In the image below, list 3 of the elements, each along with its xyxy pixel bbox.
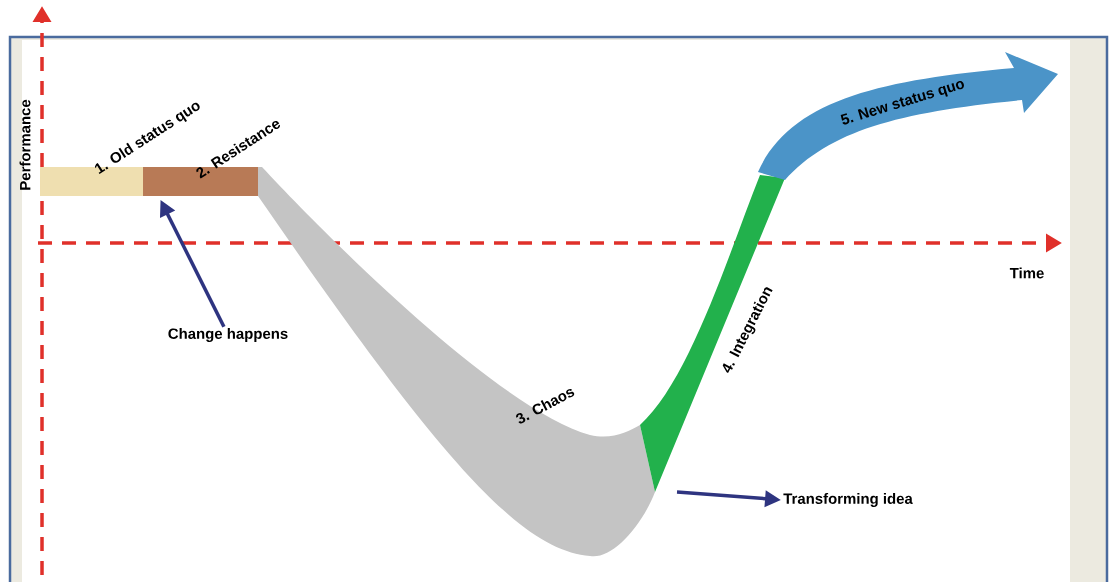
axis-label: Time xyxy=(1009,267,1044,279)
annotation-text: Transforming idea xyxy=(783,493,913,507)
axis-label: Performance xyxy=(19,99,31,190)
